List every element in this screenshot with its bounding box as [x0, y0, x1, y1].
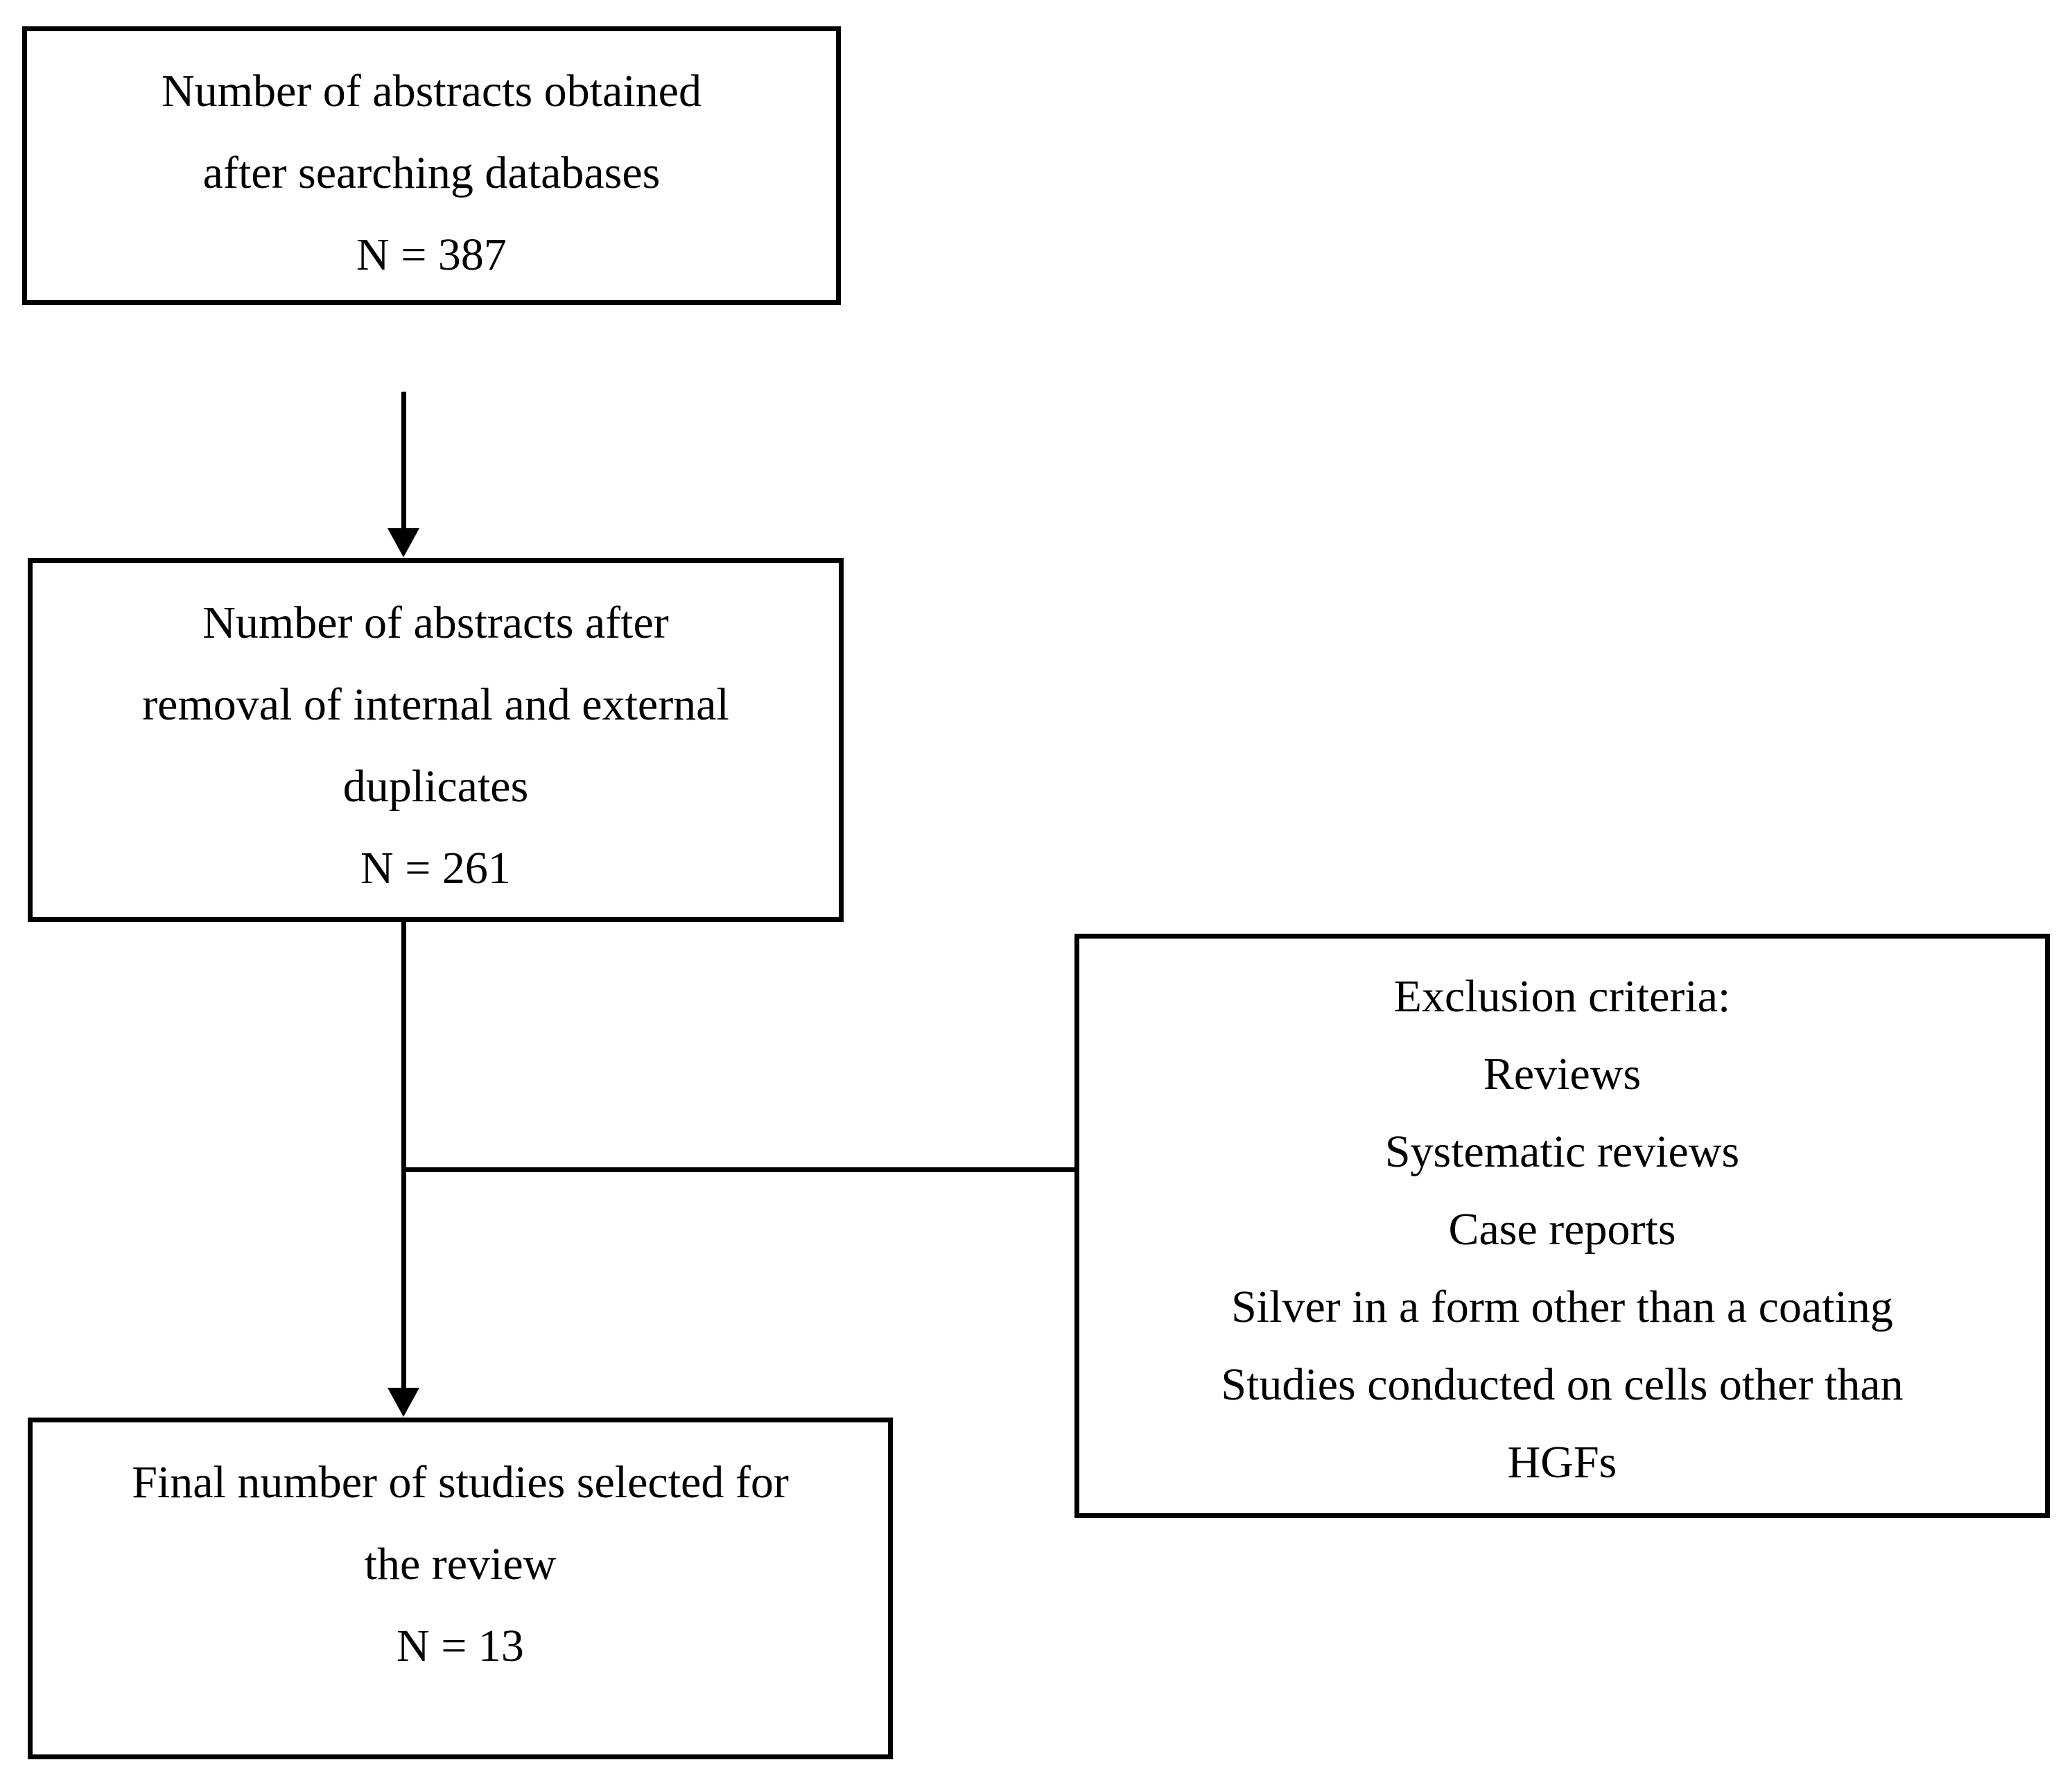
text-line: Final number of studies selected for [132, 1457, 789, 1508]
text-line: Silver in a form other than a coating [1231, 1282, 1893, 1332]
text-line: Exclusion criteria: [1393, 971, 1731, 1022]
text-line: removal of internal and external [142, 679, 729, 730]
arrow-down-icon [388, 1388, 419, 1417]
box-final-studies: Final number of studies selected for the … [28, 1418, 893, 1759]
text-line: after searching databases [202, 148, 661, 198]
arrow-down-icon [388, 528, 419, 557]
text-line: N = 387 [356, 229, 507, 280]
box-abstracts-obtained: Number of abstracts obtained after search… [22, 26, 841, 305]
text-line: HGFs [1507, 1437, 1617, 1488]
text-line: Number of abstracts after [202, 598, 669, 648]
text-line: duplicates [342, 761, 529, 812]
text-line: Systematic reviews [1384, 1126, 1740, 1177]
box-abstracts-deduplicated: Number of abstracts after removal of inte… [28, 558, 844, 922]
text-line: the review [364, 1539, 557, 1589]
text-line: N = 13 [397, 1621, 524, 1671]
text-line: Reviews [1483, 1049, 1642, 1099]
text-line: Studies conducted on cells other than [1221, 1359, 1904, 1410]
text-line: N = 261 [360, 843, 511, 894]
arrow-box1-to-box2-shaft [401, 392, 406, 530]
connector-to-exclusion-box [401, 1167, 1077, 1172]
text-line: Case reports [1448, 1204, 1676, 1255]
arrow-box2-to-box3-shaft [401, 922, 406, 1390]
text-line: Number of abstracts obtained [162, 66, 702, 116]
